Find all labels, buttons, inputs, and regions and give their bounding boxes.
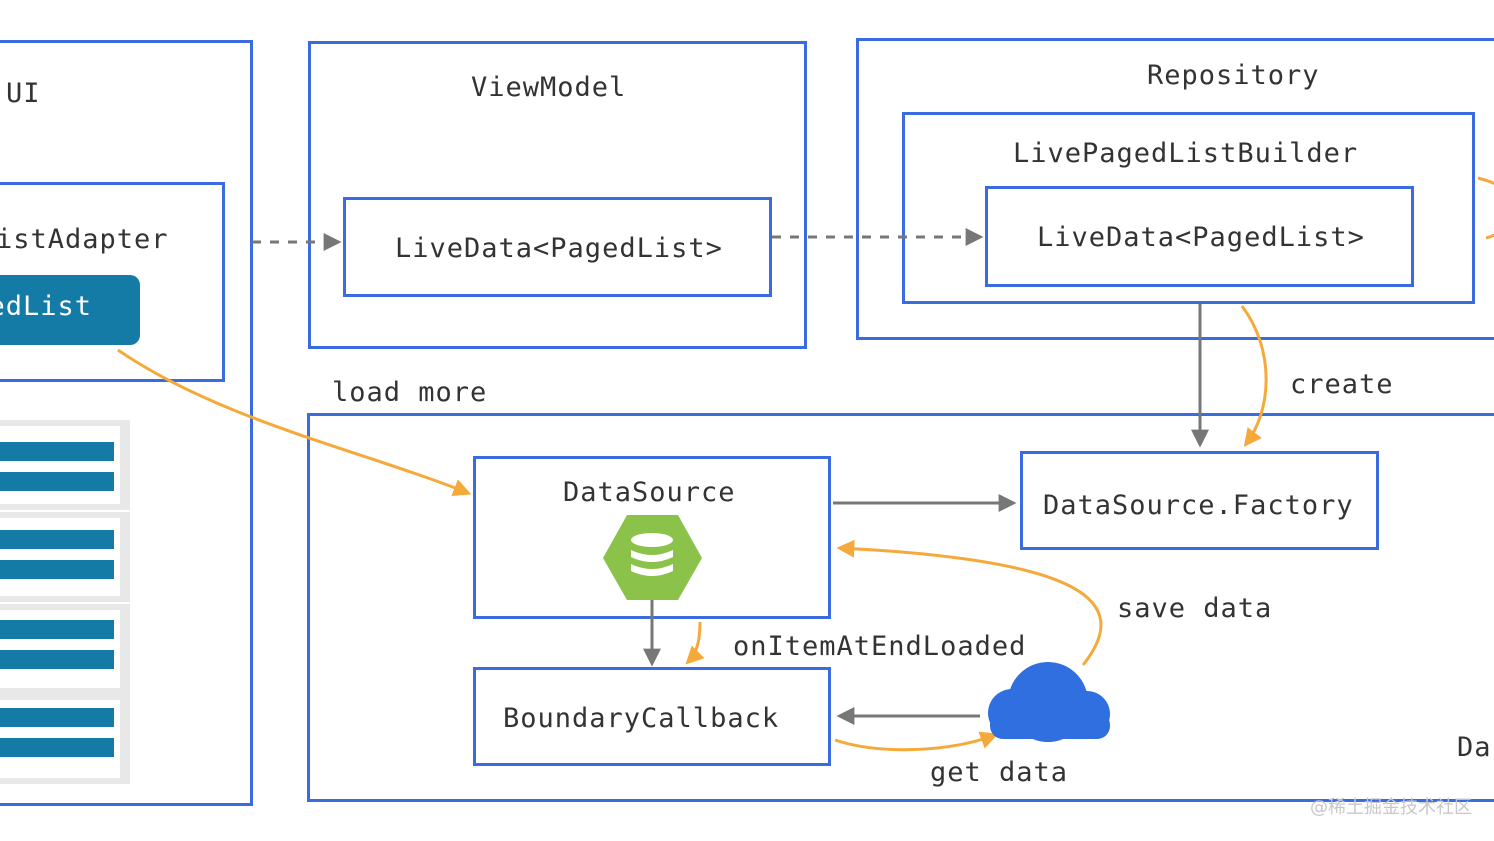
list-item-card	[0, 694, 130, 784]
arrow-right-edge-top	[1477, 176, 1494, 185]
arrow-get-data	[834, 731, 999, 752]
list-item-card	[0, 512, 130, 602]
edge-label-save-data: save data	[1117, 593, 1273, 624]
livepagedlist-builder-label: LivePagedListBuilder	[1013, 138, 1359, 169]
datasource-factory-label: DataSource.Factory	[1043, 490, 1354, 521]
repository-container	[856, 38, 1494, 340]
repository-livedata-box	[985, 186, 1414, 287]
list-item-card	[0, 420, 130, 510]
edge-label-on-item-at-end-loaded: onItemAtEndLoaded	[733, 631, 1027, 662]
arrow-create	[1240, 305, 1268, 447]
repository-title: Repository	[1147, 60, 1320, 91]
edge-label-load-more: load more	[332, 377, 488, 408]
pagedlist-adapter-label: istAdapter	[0, 224, 169, 255]
viewmodel-container	[308, 41, 807, 349]
pagedlist-pill: edList	[0, 275, 140, 345]
repository-livedata-label: LiveData<PagedList>	[1037, 222, 1365, 253]
viewmodel-livedata-box	[343, 197, 772, 297]
datasource-factory-box	[1020, 451, 1379, 550]
data-layer-title: Da	[1457, 732, 1492, 763]
arrow-on-item-at-end-loaded	[685, 621, 705, 665]
arrow-load-more	[117, 348, 472, 497]
ui-container	[0, 40, 253, 806]
list-item-card	[0, 604, 130, 694]
edge-label-get-data: get data	[930, 757, 1069, 788]
data-layer-container	[307, 413, 1494, 802]
datasource-label: DataSource	[563, 477, 736, 508]
cloud-icon	[988, 662, 1110, 742]
pagedlist-pill-label: edList	[0, 291, 92, 322]
pagedlist-adapter-box	[0, 182, 225, 382]
viewmodel-title: ViewModel	[471, 72, 627, 103]
ui-title: UI	[6, 78, 41, 109]
database-icon	[603, 515, 702, 600]
boundary-callback-label: BoundaryCallback	[503, 703, 780, 734]
watermark: @稀土掘金技术社区	[1310, 797, 1472, 818]
livepagedlist-builder-box	[902, 112, 1475, 304]
arrow-right-edge-bottom	[1485, 233, 1494, 240]
arrow-save-data	[836, 539, 1103, 666]
viewmodel-livedata-label: LiveData<PagedList>	[395, 233, 723, 264]
boundary-callback-box	[473, 667, 831, 766]
edge-label-create: create	[1290, 369, 1394, 400]
